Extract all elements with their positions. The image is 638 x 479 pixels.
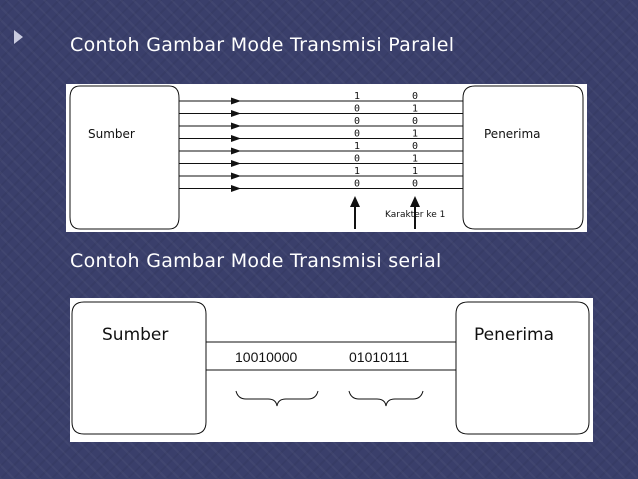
byte1-bits: 10010000 [235,349,298,365]
bit-column2: 1 [412,104,418,115]
sender-label: Sumber [88,127,135,141]
bit-column2: 0 [412,141,418,152]
receiver-label: Penerima [474,325,554,345]
bit-column2: 1 [412,166,418,177]
wire-arrow-icon [231,147,241,155]
bit-column1: 1 [354,141,360,152]
bit-column1: 0 [354,104,360,115]
byte2-brace [348,390,424,407]
serial-diagram: Sumber Penerima 10010000 01010111 [70,298,593,442]
receiver-box [455,301,590,435]
bit-column1: 0 [354,116,360,127]
bit-column2: 1 [412,129,418,140]
bit-column1: 0 [354,154,360,165]
wire-arrow-icon [231,172,241,180]
wire-arrow-icon [231,122,241,130]
bit-column2: 0 [412,116,418,127]
wire-arrow-icon [231,97,241,105]
bullet-arrow-icon [14,30,23,44]
bit-column1: 1 [354,91,360,102]
wire-arrow-icon [231,160,241,167]
sender-box [71,301,207,435]
character-pointer-right-arrow-icon [410,196,420,229]
byte1-brace [235,390,319,407]
byte2-bits: 01010111 [349,349,409,365]
character-caption: Karakter ke 1 [385,210,445,220]
parallel-title: Contoh Gambar Mode Transmisi Paralel [70,34,455,56]
serial-title: Contoh Gambar Mode Transmisi serial [70,250,442,272]
sender-label: Sumber [102,325,168,345]
bit-column2: 1 [412,154,418,165]
bit-column1: 0 [354,129,360,140]
bit-column1: 0 [354,179,360,190]
sender-box [69,85,180,230]
wire-arrow-icon [231,135,241,142]
wire-arrow-icon [231,110,241,117]
bit-column1: 1 [354,166,360,177]
receiver-box [462,85,584,230]
wire-arrow-icon [231,185,241,192]
receiver-label: Penerima [484,127,541,141]
character-pointer-left-arrow-icon [350,196,360,229]
bit-column2: 0 [412,179,418,190]
bit-column2: 0 [412,91,418,102]
